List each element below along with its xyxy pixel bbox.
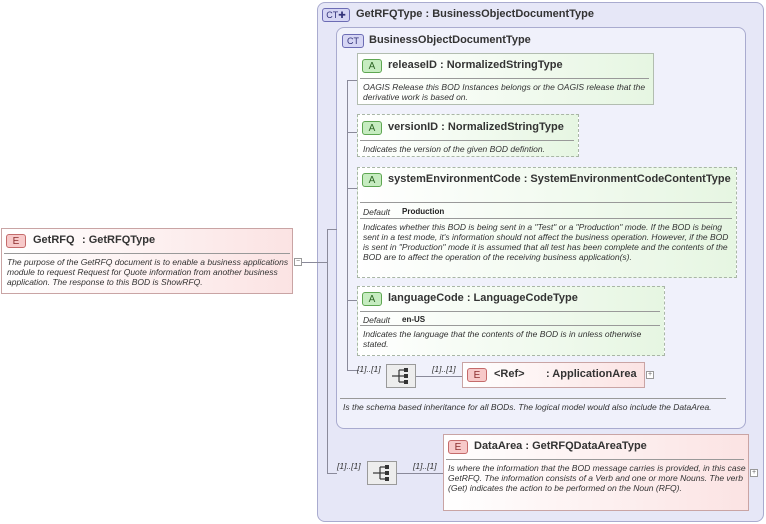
data-area-multiplicity-right: [1]..[1] bbox=[413, 461, 437, 471]
application-area-name: : ApplicationArea bbox=[546, 368, 637, 380]
application-area-element[interactable] bbox=[462, 362, 645, 388]
ref-label: <Ref> bbox=[494, 368, 525, 380]
complex-type-extension-badge: CT✚ bbox=[322, 8, 350, 22]
collapse-button[interactable]: − bbox=[294, 258, 302, 266]
attribute-language-code[interactable] bbox=[357, 286, 665, 356]
sequence-compositor[interactable] bbox=[386, 364, 416, 388]
data-area-description: Is where the information that the BOD me… bbox=[448, 463, 746, 493]
element-badge: E bbox=[448, 440, 468, 454]
root-element-name: GetRFQ bbox=[33, 234, 75, 246]
attribute-badge: A bbox=[362, 121, 382, 135]
inner-type-title: BusinessObjectDocumentType bbox=[369, 34, 531, 46]
sequence-icon bbox=[373, 465, 389, 481]
default-label: Default bbox=[363, 315, 390, 325]
expand-button[interactable]: + bbox=[750, 469, 758, 477]
data-area-multiplicity-left: [1]..[1] bbox=[337, 461, 361, 471]
expand-button[interactable]: + bbox=[646, 371, 654, 379]
app-area-multiplicity-right: [1]..[1] bbox=[432, 364, 456, 374]
attribute-label: versionID : NormalizedStringType bbox=[388, 121, 564, 133]
default-value: en-US bbox=[402, 315, 426, 324]
app-area-multiplicity-left: [1]..[1] bbox=[357, 364, 381, 374]
sequence-icon bbox=[392, 368, 408, 384]
inner-type-description: Is the schema based inheritance for all … bbox=[343, 402, 712, 412]
attribute-release-id[interactable] bbox=[357, 53, 654, 105]
root-vertical-connector bbox=[327, 229, 328, 474]
element-badge: E bbox=[467, 368, 487, 382]
attribute-description: Indicates whether this BOD is being sent… bbox=[363, 222, 729, 262]
attribute-system-environment-code[interactable] bbox=[357, 167, 737, 278]
attribute-description: Indicates the language that the contents… bbox=[363, 329, 642, 349]
attribute-description: OAGIS Release this BOD Instances belongs… bbox=[363, 82, 646, 102]
attribute-vertical-connector bbox=[347, 80, 348, 370]
root-element-description: The purpose of the GetRFQ document is to… bbox=[7, 257, 289, 287]
attribute-badge: A bbox=[362, 59, 382, 73]
attribute-label: systemEnvironmentCode : SystemEnvironmen… bbox=[388, 173, 731, 185]
attribute-badge: A bbox=[362, 173, 382, 187]
default-value: Production bbox=[402, 207, 445, 216]
root-element-getrfq[interactable] bbox=[1, 228, 293, 294]
sequence-compositor[interactable] bbox=[367, 461, 397, 485]
data-area-label: DataArea : GetRFQDataAreaType bbox=[474, 440, 647, 452]
complex-type-badge: CT bbox=[342, 34, 364, 48]
attribute-version-id[interactable] bbox=[357, 114, 579, 157]
attribute-badge: A bbox=[362, 292, 382, 306]
default-label: Default bbox=[363, 207, 390, 217]
data-area-element[interactable] bbox=[443, 434, 749, 511]
attribute-label: releaseID : NormalizedStringType bbox=[388, 59, 563, 71]
attribute-label: languageCode : LanguageCodeType bbox=[388, 292, 578, 304]
element-badge: E bbox=[6, 234, 26, 248]
root-element-type: : GetRFQType bbox=[82, 234, 156, 246]
attribute-description: Indicates the version of the given BOD d… bbox=[363, 144, 545, 154]
outer-type-title: GetRFQType : BusinessObjectDocumentType bbox=[356, 8, 594, 20]
